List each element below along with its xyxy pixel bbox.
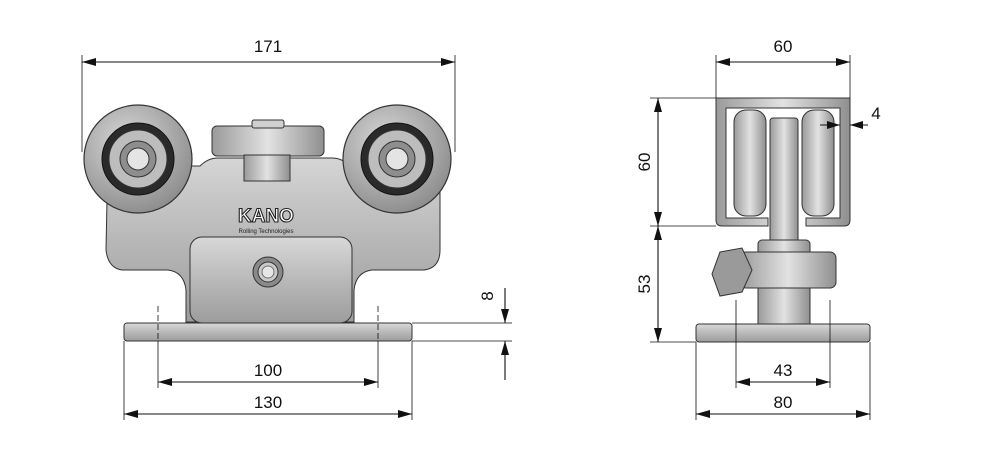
dim-label-130: 130 [254, 393, 282, 412]
logo-tagline: Rolling Technologies [239, 229, 294, 235]
side-channel [715, 97, 851, 227]
dim-label-171: 171 [254, 37, 282, 56]
dimension-8: 8 [412, 288, 512, 380]
dimension-60-top: 60 [715, 37, 851, 98]
dimension-4: 4 [820, 104, 881, 129]
dim-label-43: 43 [774, 361, 793, 380]
center-bolt [252, 256, 284, 288]
dim-label-53: 53 [635, 275, 654, 294]
top-center-wheel [211, 119, 325, 182]
front-view: KANO Rolling Technologies 171 100 [81, 37, 512, 420]
side-view: 60 4 60 53 [635, 37, 881, 420]
dim-label-80: 80 [774, 393, 793, 412]
side-axle [739, 251, 837, 289]
dimension-43: 43 [735, 300, 831, 388]
dimension-171: 171 [81, 37, 456, 152]
dimension-53: 53 [635, 226, 696, 343]
side-wheel-right [801, 109, 835, 217]
dim-label-8: 8 [478, 291, 497, 300]
kano-logo: KANO [238, 206, 294, 227]
side-base-plate [695, 323, 871, 343]
side-wheel-left [733, 109, 767, 217]
dim-label-60-height: 60 [635, 153, 654, 172]
side-nut [711, 247, 753, 297]
dim-label-4: 4 [871, 104, 880, 123]
dimension-100: 100 [157, 341, 379, 388]
dimension-130: 130 [123, 341, 413, 420]
dimension-80: 80 [695, 342, 871, 420]
front-base-plate [123, 322, 413, 342]
dim-label-60-top: 60 [774, 37, 793, 56]
dimension-60-height: 60 [635, 97, 716, 227]
dim-label-100: 100 [254, 361, 282, 380]
left-wheel [83, 104, 193, 214]
right-wheel [342, 104, 452, 214]
